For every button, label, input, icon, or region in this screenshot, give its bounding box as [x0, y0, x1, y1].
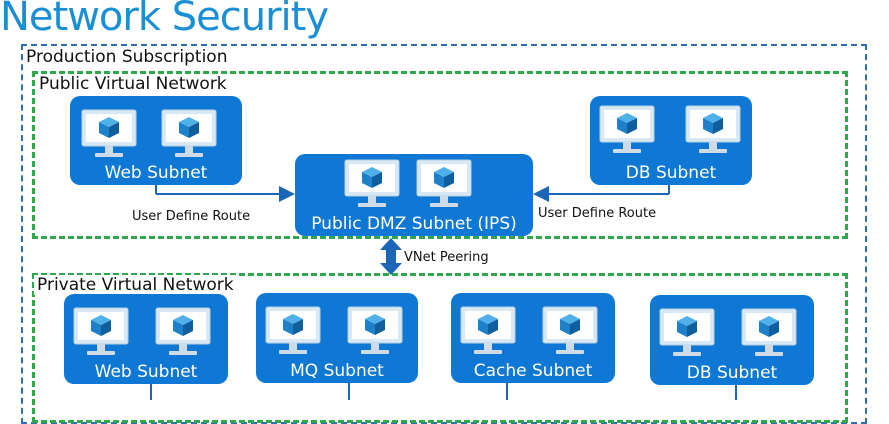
monitor-cube-icon — [264, 305, 322, 357]
monitor-cube-icon — [346, 305, 404, 357]
public-web-subnet-label: Web Subnet — [104, 163, 208, 183]
route-label-left: User Define Route — [132, 209, 251, 224]
route-arrow-right — [533, 185, 670, 202]
monitor-cube-icon — [415, 158, 473, 210]
private-cache-subnet-label: Cache Subnet — [473, 361, 593, 381]
monitor-cube-icon — [658, 307, 716, 359]
monitor-cube-icon — [684, 104, 742, 156]
monitor-cube-icon — [740, 307, 798, 359]
monitor-cube-icon — [80, 108, 138, 160]
route-arrow-left — [155, 185, 295, 202]
monitor-cube-icon — [72, 306, 130, 358]
private-vnet-label: Private Virtual Network — [34, 275, 237, 295]
route-label-right: User Define Route — [538, 206, 657, 221]
private-db-subnet-label: DB Subnet — [686, 363, 778, 383]
public-dmz-subnet-label: Public DMZ Subnet (IPS) — [311, 214, 517, 234]
private-web-subnet[interactable]: Web Subnet — [64, 294, 228, 384]
bidirectional-arrow-icon — [380, 238, 402, 275]
monitor-cube-icon — [541, 305, 599, 357]
vnet-peering-label: VNet Peering — [404, 250, 489, 265]
private-db-subnet[interactable]: DB Subnet — [650, 295, 814, 385]
private-mq-subnet[interactable]: MQ Subnet — [256, 293, 418, 383]
public-web-subnet[interactable]: Web Subnet — [70, 96, 242, 185]
private-mq-subnet-label: MQ Subnet — [290, 361, 384, 381]
public-db-subnet-label: DB Subnet — [625, 163, 717, 183]
subscription-label: Production Subscription — [23, 47, 231, 67]
monitor-cube-icon — [598, 104, 656, 156]
monitor-cube-icon — [459, 305, 517, 357]
monitor-cube-icon — [160, 108, 218, 160]
public-db-subnet[interactable]: DB Subnet — [590, 96, 752, 185]
private-web-subnet-label: Web Subnet — [94, 362, 198, 382]
public-dmz-subnet[interactable]: Public DMZ Subnet (IPS) — [295, 154, 533, 236]
private-cache-subnet[interactable]: Cache Subnet — [451, 293, 615, 383]
connector-overlay — [150, 185, 737, 400]
monitor-cube-icon — [343, 158, 401, 210]
monitor-cube-icon — [154, 306, 212, 358]
public-vnet-label: Public Virtual Network — [36, 74, 230, 94]
page-title: Network Security — [0, 0, 329, 40]
public-virtual-network-boundary — [32, 71, 848, 239]
